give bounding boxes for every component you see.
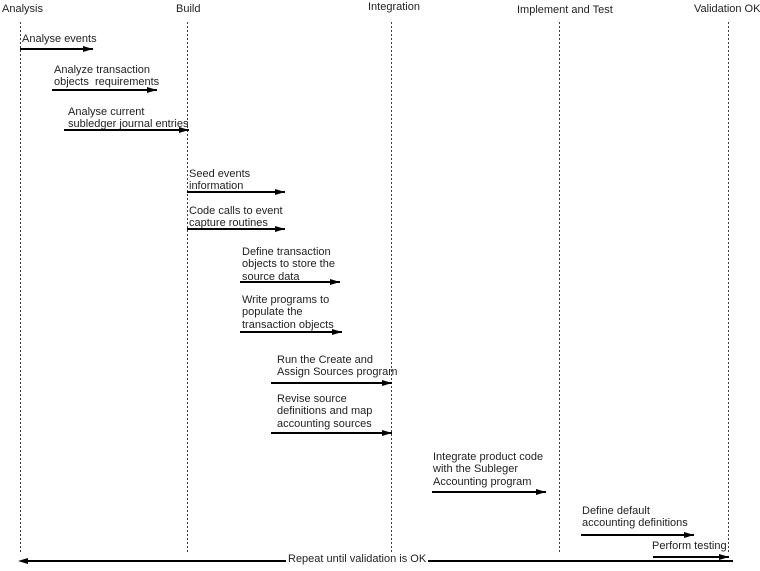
task-arrow [187,225,285,232]
task-label-perform-testing: Perform testing [652,540,727,552]
arrowhead-right-icon [382,429,392,436]
arrowhead-right-icon [83,45,93,52]
task-arrow [271,379,392,386]
task-label-transaction-requirements: Analyze transaction objects requirements [54,64,160,89]
task-label-integrate-product-code: Integrate product code with the Subleger… [433,451,544,488]
arrowhead-right-icon [179,126,189,133]
task-label-analyse-events: Analyse events [22,33,97,45]
task-arrow [271,429,392,436]
task-label-analyse-current-entries: Analyse current subledger journal entrie… [68,106,189,131]
task-label-write-programs: Write programs to populate the transacti… [242,294,334,331]
task-arrow [581,531,694,538]
task-label-define-transaction-objects: Define transaction objects to store the … [242,246,335,283]
task-label-define-default-accounting: Define default accounting definitions [582,505,688,530]
arrowhead-right-icon [332,328,342,335]
arrowhead-right-icon [147,86,157,93]
task-label-revise-source-definitions: Revise source definitions and map accoun… [277,393,373,430]
task-arrow [240,328,342,335]
phase-line-implement-and-test [559,22,560,554]
phase-line-integration [391,22,392,554]
phase-line-analysis [20,22,21,554]
phase-line-build [187,22,188,554]
repeat-label: Repeat until validation is OK [286,553,429,566]
phase-label-build: Build [176,3,201,15]
task-arrow [52,86,157,93]
task-arrow [240,278,340,285]
task-arrow [187,188,285,195]
task-arrow [432,488,546,495]
task-label-code-calls: Code calls to event capture routines [189,205,283,230]
arrowhead-right-icon [684,531,694,538]
phase-label-validation-ok: Validation OK [694,3,760,15]
task-arrow [64,126,189,133]
arrowhead-right-icon [275,225,285,232]
task-arrow [20,45,93,52]
phase-line-validation-ok [728,22,729,554]
task-arrow [653,553,729,560]
arrowhead-right-icon [536,488,546,495]
arrowhead-left-icon [18,557,28,564]
arrowhead-right-icon [719,553,729,560]
arrowhead-right-icon [330,278,340,285]
task-label-run-create-assign-sources: Run the Create and Assign Sources progra… [277,354,398,379]
task-label-seed-events: Seed events information [189,168,251,193]
phase-label-analysis: Analysis [2,3,43,15]
arrowhead-right-icon [275,188,285,195]
arrowhead-right-icon [382,379,392,386]
phase-label-implement-and-test: Implement and Test [517,4,613,16]
phase-label-integration: Integration [368,1,420,13]
